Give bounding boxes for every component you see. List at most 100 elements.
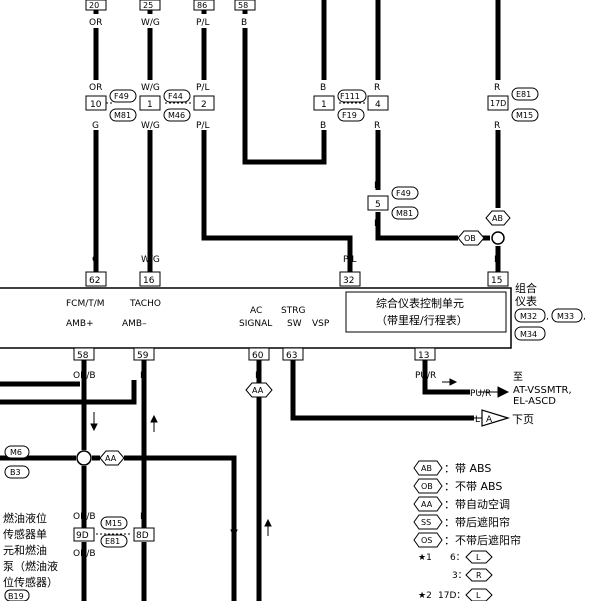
option-aa-marker: AA: [252, 386, 264, 395]
dest-elascd: EL-ASCD: [513, 396, 556, 407]
dest-to: 至: [513, 371, 523, 383]
top-pin-20: 20: [89, 1, 99, 10]
lower-connectors: 9D 8D M15 E81: [73, 516, 155, 548]
pin-32: 32: [343, 276, 354, 286]
legend-code-ob: OB: [421, 482, 433, 491]
label-fcm: FCM/T/M: [66, 299, 105, 309]
pin-62: 62: [89, 276, 100, 286]
label-ac: AC: [250, 306, 262, 316]
splice-point: [491, 231, 505, 245]
sensor-label-line: 传感器单: [3, 528, 47, 541]
wire-label: OR: [89, 18, 102, 28]
unit-sub-line1: 综合仪表控制单元: [376, 296, 464, 310]
pin-16: 16: [143, 276, 155, 286]
wire-label: P/L: [196, 18, 209, 28]
pin-63: 63: [286, 351, 297, 361]
label-tacho: TACHO: [129, 299, 161, 309]
pin-1: 1: [321, 100, 327, 110]
unit-terminals-top: 62 16 32 15: [85, 256, 509, 287]
label-sw: SW: [287, 319, 302, 329]
wire-label: L: [290, 371, 295, 381]
legend-code-ss: SS: [421, 518, 431, 527]
label-amb-plus: AMB+: [66, 319, 94, 329]
legend-code-ab: AB: [421, 464, 432, 473]
legend: AB ：带 ABS OB ：不带 ABS AA ：带自动空调 SS ：带后遮阳帘…: [413, 460, 521, 548]
pin-8d: 8D: [136, 531, 149, 541]
connector-e81: E81: [516, 90, 531, 99]
legend-code-aa: AA: [421, 500, 433, 509]
wire-label: P/L: [196, 121, 209, 131]
wire-label: PU/R: [415, 371, 436, 381]
flow-arrows: [90, 378, 510, 538]
note2-pin-17d: 17D：: [438, 591, 465, 601]
wire-label: OR/B: [73, 549, 96, 559]
connector-m15: M15: [105, 519, 122, 528]
pin-58: 58: [77, 351, 89, 361]
pin-59: 59: [137, 351, 149, 361]
connector-e81: E81: [105, 537, 120, 546]
left-sensor-area: M6 B3 燃油液位 传感器单 元和燃油 泵（燃油液 位传感器） B19: [3, 445, 58, 601]
connector-m81: M81: [114, 111, 131, 120]
top-pins: 20 25 86 58: [85, 0, 256, 11]
pin-13: 13: [418, 351, 429, 361]
wire-label: B: [241, 18, 247, 28]
wire-label: B: [140, 512, 146, 522]
connector-m6: M6: [10, 448, 22, 457]
top-pin-58: 58: [238, 1, 248, 10]
connector-m81: M81: [396, 209, 413, 218]
connector-f19: F19: [342, 111, 357, 120]
option-markers-top: AB OB: [457, 210, 511, 246]
connector-m15: M15: [516, 111, 533, 120]
pin-10: 10: [90, 100, 102, 110]
pin-5: 5: [375, 200, 381, 210]
note1-val-l: L: [476, 553, 481, 562]
note1-val-r: R: [476, 571, 482, 580]
pin-1: 1: [147, 100, 153, 110]
connector-f49: F49: [114, 92, 129, 101]
legend-code-os: OS: [421, 536, 432, 545]
wire-label: L: [475, 415, 480, 425]
wire-label: W/G: [141, 18, 160, 28]
dest-vssmtr: AT-VSSMTR,: [513, 385, 572, 396]
note1-pin-3: 3：: [452, 571, 467, 581]
pin-17d: 17D: [490, 99, 506, 108]
label-strg: STRG: [281, 306, 305, 316]
pin-15: 15: [491, 276, 502, 286]
top-pin-86: 86: [197, 1, 207, 10]
wire-label: P/L: [196, 83, 209, 93]
wire-label: OR/B: [73, 371, 96, 381]
pin-60: 60: [252, 351, 264, 361]
legend-text-ab: ：带 ABS: [444, 462, 491, 475]
wire-label: OR: [89, 83, 102, 93]
splice-point: [76, 450, 92, 466]
next-page-connector: A: [481, 409, 511, 427]
option-aa-marker: AA: [105, 454, 117, 463]
wire-label: OR/B: [73, 512, 96, 522]
dest-next-page: 下页: [512, 413, 534, 426]
footnotes: ★1 6： L 3： R ★2 17D： L: [418, 550, 493, 601]
note1-star: ★1: [418, 553, 432, 563]
option-markers-bottom: AA AA: [76, 382, 273, 466]
wire-label: B: [320, 121, 326, 131]
wire-label: R: [374, 121, 380, 131]
unit-title-line1: 组合: [515, 281, 537, 295]
pin-9d: 9D: [76, 531, 89, 541]
note2-star: ★2: [418, 591, 432, 601]
connector-a-marker: A: [486, 415, 493, 425]
unit-terminals-bottom: 58 59 60 63 13: [73, 347, 436, 366]
wire-label: R: [374, 83, 380, 93]
harness-connectors: 10 1 2 1 4 17D 5: [85, 95, 509, 211]
wire-label: W/G: [141, 121, 160, 131]
connector-id-tags: F49 M81 F44 M46 F111 F19 E81 M15 F49 M81: [109, 87, 539, 220]
label-vsp: VSP: [312, 319, 330, 329]
destinations: 至 AT-VSSMTR, EL-ASCD 下页: [512, 371, 572, 426]
connector-b3: B3: [10, 468, 21, 477]
connector-m34: M34: [520, 330, 537, 339]
legend-text-os: ：不带后遮阳帘: [444, 533, 521, 547]
option-ab-marker: AB: [492, 214, 503, 223]
comma-2: ,: [583, 312, 586, 322]
legend-text-ob: ：不带 ABS: [444, 480, 502, 493]
sensor-label-line: 泵（燃油液: [3, 559, 58, 573]
connector-m46: M46: [168, 111, 185, 120]
